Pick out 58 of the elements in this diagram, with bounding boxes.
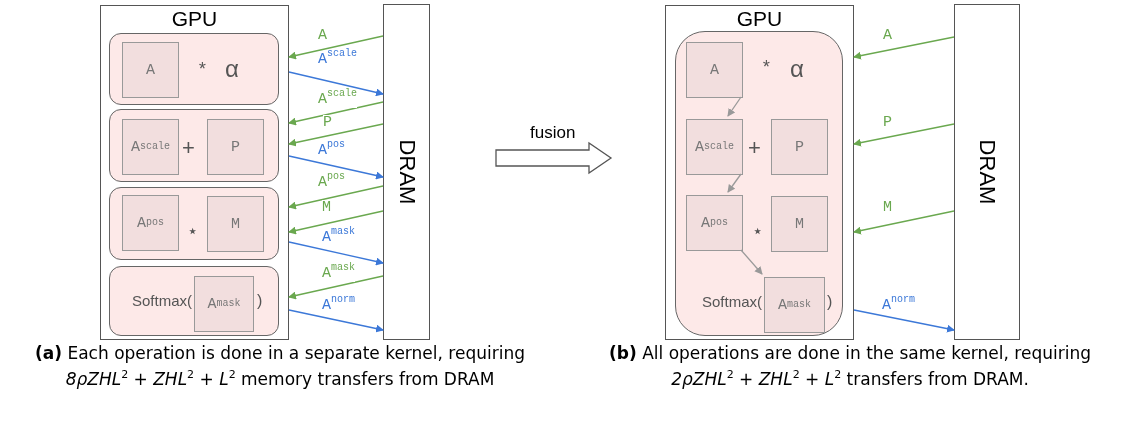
- parenthesis: ): [257, 292, 263, 310]
- matrix-box: A$^{mask}$: [194, 276, 254, 332]
- matrix-box: A: [686, 42, 743, 98]
- gpu-box: [665, 5, 854, 340]
- block-arrow: [495, 141, 613, 175]
- dram-label: DRAM: [393, 139, 420, 205]
- operator-symbol: ⋆: [187, 220, 198, 242]
- figure-caption: (b) All operations are done in the same kernel, requiring 2ρZHL$^{2}$ + ZHL$^{2}$ + L$^{2}$ transfers from DRAM.: [608, 342, 1092, 391]
- arrow: [853, 210, 955, 235]
- arrow: [288, 71, 384, 97]
- box-title: GPU: [736, 7, 783, 31]
- matrix-box: A$^{mask}$: [764, 277, 825, 333]
- arrow: [853, 123, 955, 147]
- parenthesis: ): [827, 293, 833, 311]
- matrix-box: P: [207, 119, 264, 175]
- matrix-box: M: [771, 196, 828, 252]
- matrix-box: P: [771, 119, 828, 175]
- dram-box: [954, 4, 1020, 340]
- kernel-box: [675, 31, 843, 336]
- scalar-symbol: α: [790, 55, 804, 83]
- arrow: [853, 36, 955, 60]
- box-title: GPU: [171, 7, 218, 31]
- edge-label: fusion: [530, 125, 576, 141]
- arrow: [288, 210, 384, 235]
- kernel-box: [109, 266, 279, 336]
- matrix-box: A: [122, 42, 179, 98]
- arrow: [288, 309, 384, 333]
- arrow: [853, 309, 955, 333]
- arrow: [288, 123, 384, 147]
- matrix-box: A$^{scale}$: [686, 119, 743, 175]
- function-label: Softmax(: [132, 292, 192, 309]
- operator-symbol: *: [761, 58, 772, 78]
- arrow: [288, 35, 384, 60]
- operator-symbol: *: [197, 60, 208, 80]
- matrix-box: A$^{scale}$: [122, 119, 179, 175]
- arrow: [288, 241, 384, 266]
- dram-label: DRAM: [974, 139, 1000, 205]
- arrow: [288, 101, 384, 126]
- kernel-box: [109, 109, 279, 182]
- kernel-box: [109, 187, 279, 260]
- arrow: [288, 275, 384, 300]
- matrix-box: M: [207, 196, 264, 252]
- function-label: Softmax(: [702, 293, 762, 310]
- kernel-box: [109, 33, 279, 105]
- arrow: [288, 185, 384, 210]
- operator-symbol: +: [748, 135, 761, 161]
- operator-symbol: +: [182, 135, 195, 161]
- figure-caption: (a) Each operation is done in a separate kernel, requiring 8ρZHL$^{2}$ + ZHL$^{2}$ + L$^{2}$ memory transfers from DRAM: [34, 342, 526, 391]
- arrow: [288, 155, 384, 180]
- matrix-box: A$^{pos}$: [686, 195, 743, 251]
- operator-symbol: ⋆: [752, 220, 763, 242]
- arrow: [727, 96, 742, 117]
- dram-box: [383, 4, 430, 340]
- arrow: [740, 249, 763, 275]
- arrow: [727, 173, 742, 193]
- matrix-box: A$^{pos}$: [122, 195, 179, 251]
- gpu-box: [100, 5, 289, 340]
- scalar-symbol: α: [225, 55, 239, 83]
